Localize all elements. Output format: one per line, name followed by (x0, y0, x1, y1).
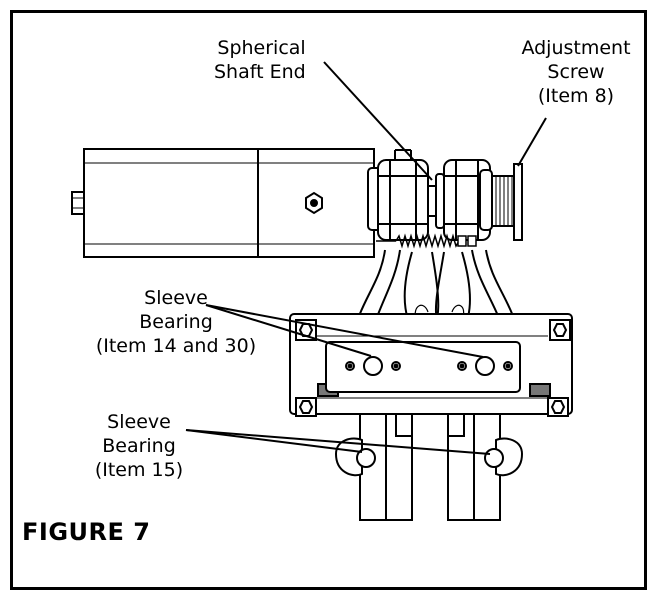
label-line: (Item 8) (537, 85, 615, 107)
label-line: Spherical (217, 37, 306, 59)
figure-caption: FIGURE 7 (22, 518, 151, 546)
label-spherical-shaft-end: Spherical Shaft End (214, 36, 306, 84)
label-line: Bearing (102, 435, 176, 457)
leader-sleeve-bearing-lower-b (185, 429, 491, 455)
label-line: (Item 15) (94, 459, 184, 481)
leader-sleeve-bearing-upper-a (205, 304, 372, 357)
spherical-shaft-end-part (427, 173, 445, 229)
label-adjustment-screw: Adjustment Screw (Item 8) (512, 36, 640, 108)
body-port-fitting (305, 191, 323, 215)
right-nut (443, 159, 493, 241)
actuator-body (71, 148, 375, 258)
label-line: Bearing (139, 311, 213, 333)
left-nut (367, 149, 429, 241)
label-line: (Item 14 and 30) (95, 335, 257, 357)
leader-lines (185, 61, 547, 455)
bearing-bar (325, 341, 521, 393)
label-line: Adjustment (521, 37, 631, 59)
leader-adjustment-screw (517, 117, 547, 167)
label-line: Shaft End (214, 61, 306, 83)
leader-sleeve-bearing-lower-a (185, 429, 363, 453)
adjustment-screw-part (491, 163, 523, 241)
spring (376, 233, 477, 249)
label-line: Screw (547, 61, 605, 83)
leader-spherical-shaft-end (323, 61, 433, 181)
label-line: Sleeve (144, 287, 208, 309)
leader-sleeve-bearing-upper-b (205, 304, 484, 358)
label-line: Sleeve (107, 411, 171, 433)
lower-legs (334, 413, 524, 521)
assembly-drawing (71, 61, 573, 521)
label-sleeve-bearing-upper: Sleeve Bearing (Item 14 and 30) (78, 286, 274, 358)
label-sleeve-bearing-lower: Sleeve Bearing (Item 15) (82, 410, 196, 482)
